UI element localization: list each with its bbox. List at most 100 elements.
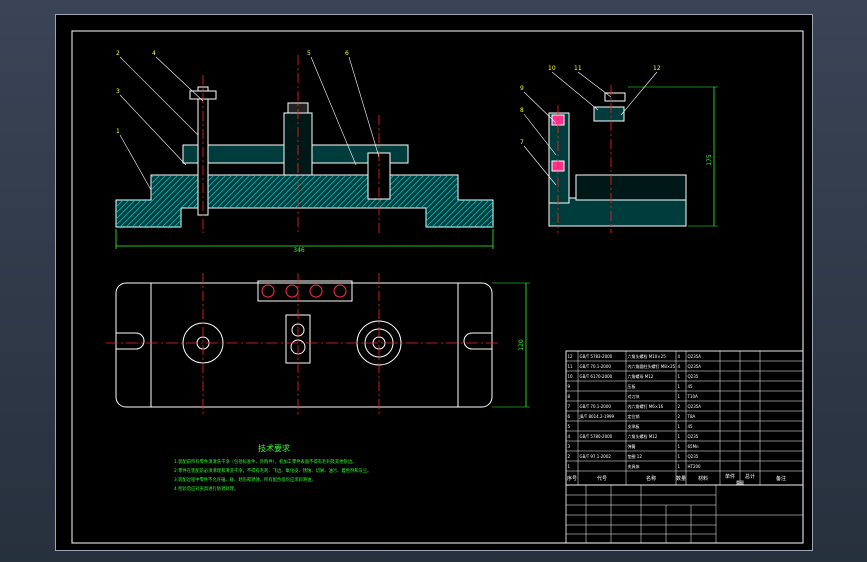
part-balloon-10: 10 bbox=[548, 65, 556, 72]
table-cell: Q235A bbox=[688, 404, 702, 409]
leader-line bbox=[348, 56, 380, 158]
dim-plan-width: 120 bbox=[518, 339, 525, 351]
part-balloon-4: 4 bbox=[152, 50, 156, 57]
part-balloon-7: 7 bbox=[520, 139, 524, 146]
notes-line-1: 1.装配前所有零件须清洗干净（包括标准件、外购件），机加工零件表面不得有毛刺及其… bbox=[174, 458, 356, 465]
table-header-total_weight: 总计 bbox=[745, 473, 755, 480]
table-cell: Q235 bbox=[688, 434, 699, 439]
table-cell: 弹簧 bbox=[628, 443, 636, 449]
table-cell: 4 bbox=[678, 364, 681, 369]
table-cell: 4 bbox=[568, 434, 571, 439]
table-cell: 12 bbox=[568, 354, 574, 359]
plan-outline bbox=[115, 282, 493, 408]
table-cell: 6 bbox=[568, 414, 571, 419]
table-cell: T10A bbox=[687, 394, 699, 399]
part-balloon-12: 12 bbox=[653, 65, 661, 72]
table-cell: 2 bbox=[678, 404, 681, 409]
table-cell: 1 bbox=[678, 374, 681, 379]
notes-line-2: 2.零件在装配前必须清理和清洗干净，不得有毛刺、飞边、氧化皮、锈蚀、切屑、油污、… bbox=[174, 467, 371, 474]
leader-line bbox=[523, 91, 557, 124]
part-balloon-6: 6 bbox=[345, 50, 349, 57]
notes-title: 技术要求 bbox=[258, 443, 290, 453]
table-row: 1 夹具体 1 HT200 bbox=[568, 463, 702, 469]
table-cell: 4 bbox=[678, 354, 681, 359]
table-cell: 3 bbox=[568, 444, 571, 449]
table-header-name: 名称 bbox=[646, 475, 656, 482]
notes-line-3: 3.装配过程中零件不允许磕、碰、划伤和锈蚀，所有配合面均应涂润滑油。 bbox=[174, 476, 316, 483]
table-cell: 1 bbox=[678, 384, 681, 389]
table-cell: 1 bbox=[678, 394, 681, 399]
table-header-seq: 序号 bbox=[567, 475, 577, 482]
leader-line bbox=[577, 71, 612, 98]
side-base bbox=[548, 197, 687, 227]
table-cell: 对刀块 bbox=[628, 393, 640, 399]
slot-left bbox=[116, 332, 145, 350]
dim-overall-length: 346 bbox=[293, 247, 305, 254]
side-nut bbox=[604, 92, 626, 102]
table-row: 5 支承板 1 45 bbox=[568, 423, 694, 429]
table-cell: 支承板 bbox=[628, 423, 640, 429]
table-cell: 5 bbox=[568, 424, 571, 429]
base-body bbox=[115, 174, 494, 228]
table-cell: T8A bbox=[687, 414, 696, 419]
table-cell: GB/T 6170-2000 bbox=[580, 374, 613, 379]
technical-notes: 技术要求 1.装配前所有零件须清洗干净（包括标准件、外购件），机加工零件表面不得… bbox=[174, 443, 371, 492]
table-cell: 内六角圆柱头螺钉 M8×25 bbox=[628, 363, 676, 369]
table-cell: 1 bbox=[568, 464, 571, 469]
table-cell: 六角螺母 M12 bbox=[628, 373, 654, 379]
table-row: 9 压板 1 45 bbox=[568, 383, 694, 389]
plan-view: 120 bbox=[106, 273, 530, 415]
leader-line bbox=[119, 56, 199, 136]
leader-line bbox=[119, 94, 187, 166]
title-block bbox=[565, 484, 804, 544]
part-balloon-11: 11 bbox=[574, 65, 582, 72]
table-cell: 定位销 bbox=[628, 413, 640, 419]
table-cell: GB/T 70.1-2000 bbox=[580, 364, 612, 369]
table-cell: 11 bbox=[568, 364, 574, 369]
side-clamp bbox=[593, 106, 625, 122]
table-cell: 六角头螺栓 M10×25 bbox=[628, 353, 667, 359]
table-header-remark: 备注 bbox=[776, 475, 786, 482]
drawing-viewport[interactable]: 346 175 bbox=[55, 14, 813, 551]
table-cell: 2 bbox=[568, 454, 571, 459]
front-section-view: 346 bbox=[115, 55, 494, 254]
table-cell: 45 bbox=[688, 384, 694, 389]
part-balloon-1: 1 bbox=[116, 128, 120, 135]
table-cell: 8 bbox=[568, 394, 571, 399]
part-balloon-8: 8 bbox=[520, 107, 524, 114]
side-section-view: 175 bbox=[548, 85, 718, 233]
leader-line bbox=[523, 145, 557, 186]
plan-bolt-row bbox=[257, 280, 353, 302]
table-header-qty: 数量 bbox=[676, 475, 686, 482]
part-balloon-5: 5 bbox=[307, 50, 311, 57]
side-body bbox=[575, 174, 687, 201]
table-cell: 45 bbox=[688, 424, 694, 429]
leader-line bbox=[155, 56, 204, 102]
table-cell: 六角头螺栓 M12 bbox=[628, 433, 658, 439]
table-cell: 9 bbox=[568, 384, 571, 389]
leader-line bbox=[551, 71, 599, 111]
table-cell: 夹具体 bbox=[628, 463, 640, 469]
table-cell: JB/T 8014.2-1999 bbox=[579, 414, 615, 419]
table-cell: HT200 bbox=[688, 464, 702, 469]
slot-right bbox=[463, 332, 492, 350]
table-cell: 7 bbox=[568, 404, 571, 409]
leader-line bbox=[620, 71, 658, 116]
table-cell: 1 bbox=[678, 424, 681, 429]
table-cell: 压板 bbox=[628, 383, 636, 389]
leader-line bbox=[523, 113, 557, 156]
table-cell: 1 bbox=[678, 454, 681, 459]
table-cell: 1 bbox=[678, 464, 681, 469]
table-header-material: 材料 bbox=[698, 475, 708, 482]
table-header-weight: 重量 bbox=[736, 479, 744, 485]
table-cell: 垫圈 12 bbox=[628, 453, 643, 459]
